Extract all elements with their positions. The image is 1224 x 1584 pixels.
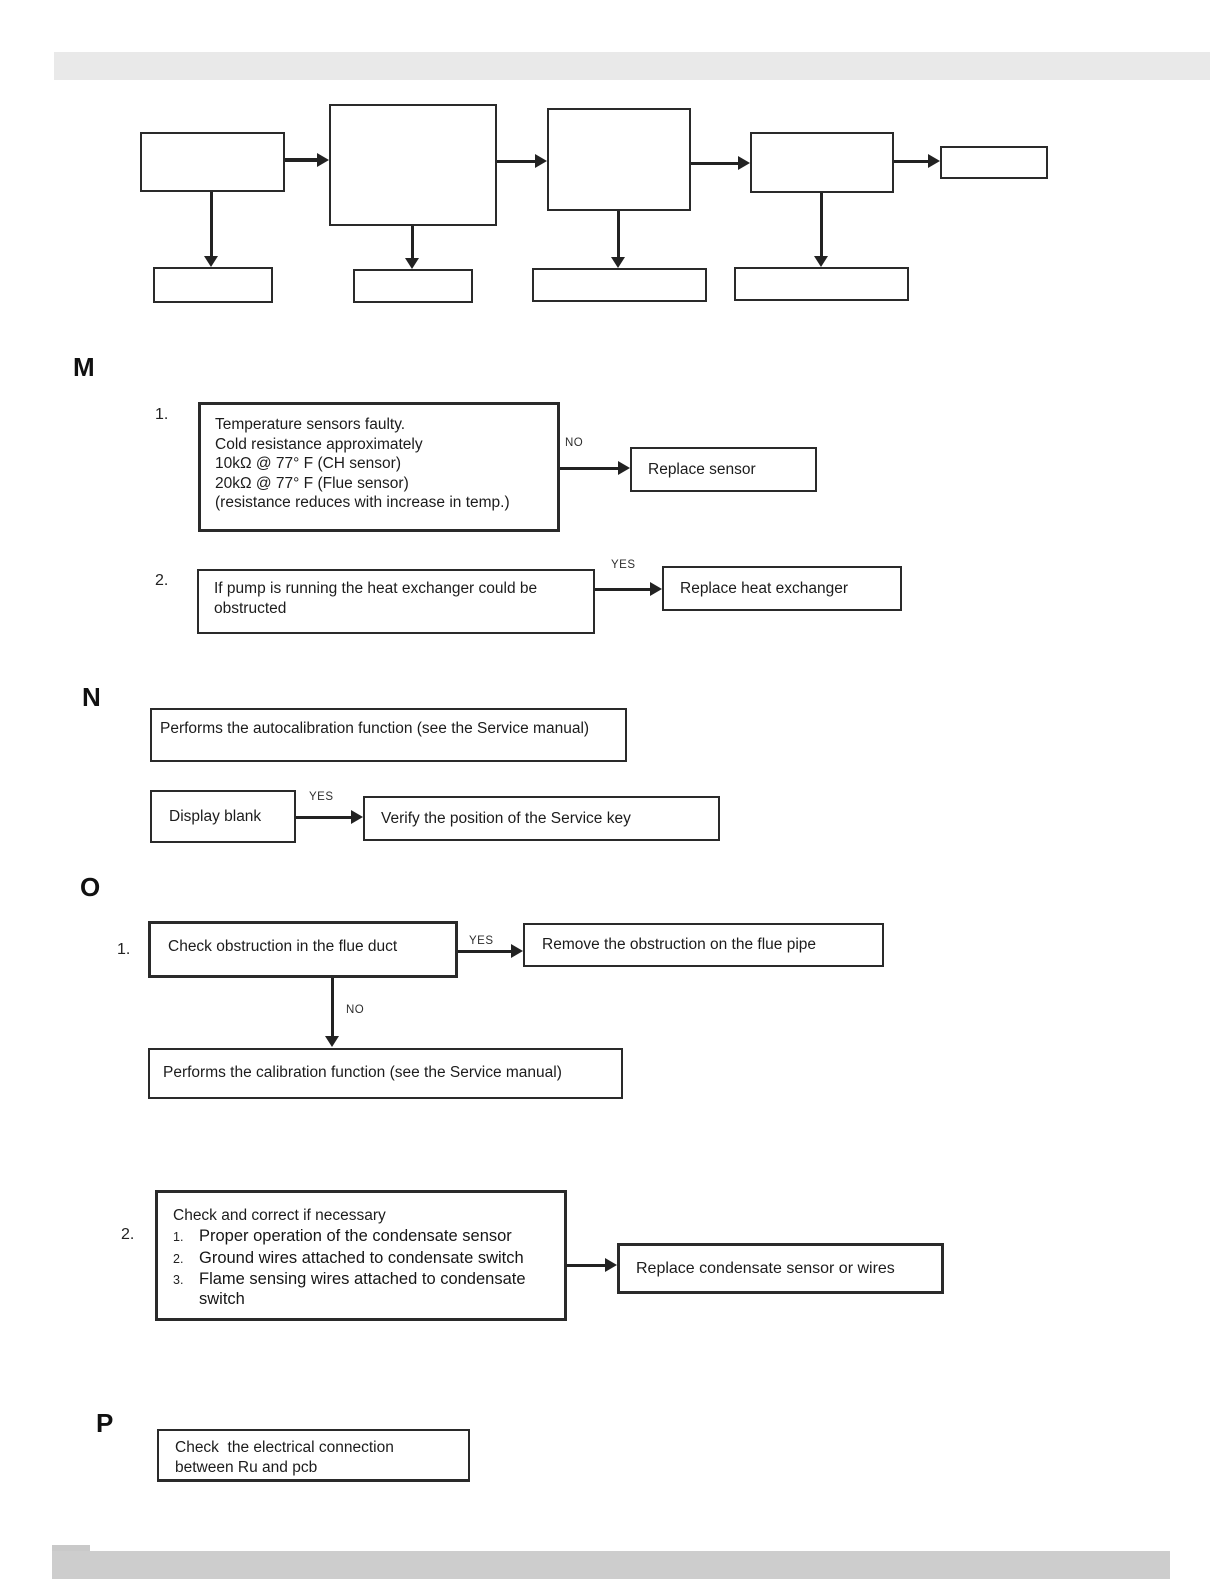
m-replace-heat-exchanger-box: Replace heat exchanger: [662, 566, 902, 611]
m-box1-line1: Temperature sensors faulty.: [215, 416, 406, 433]
o-check-obstruction-text: Check obstruction in the flue duct: [168, 938, 398, 955]
m-box2-line2: obstructed: [214, 599, 287, 617]
footer-bar: [52, 1551, 1170, 1579]
flow-box-9: [734, 267, 909, 301]
o-yes-label: YES: [469, 935, 494, 947]
o-check-item-1-text: Proper operation of the condensate senso…: [199, 1227, 512, 1245]
o-check-item-3: 3. Flame sensing wires attached to conde…: [173, 1269, 558, 1309]
n-autocalibration-box: Performs the autocalibration function (s…: [150, 708, 627, 762]
header-bar: [54, 52, 1210, 80]
section-label-m: M: [73, 352, 95, 382]
m-replace-sensor-text: Replace sensor: [648, 460, 756, 478]
o-calibration-text: Performs the calibration function (see t…: [163, 1064, 562, 1081]
o-item1-number: 1.: [117, 941, 131, 958]
o-check-item-3-text: Flame sensing wires attached to condensa…: [199, 1270, 526, 1308]
flow-box-2: [329, 104, 497, 226]
m-box1-line5: (resistance reduces with increase in tem…: [215, 494, 510, 511]
m-pump-running-box: If pump is running the heat exchanger co…: [197, 569, 595, 634]
m-replace-sensor-box: Replace sensor: [630, 447, 817, 492]
section-label-p: P: [96, 1408, 114, 1438]
o-item2-number: 2.: [121, 1226, 135, 1243]
p-box-line1: Check the electrical connection: [175, 1439, 394, 1456]
flow-box-6: [153, 267, 273, 303]
o-replace-condensate-text: Replace condensate sensor or wires: [636, 1259, 895, 1277]
o-check-item-1: 1. Proper operation of the condensate se…: [173, 1226, 558, 1248]
o-no-label: NO: [346, 1004, 365, 1016]
n-verify-service-key-text: Verify the position of the Service key: [381, 809, 631, 827]
section-label-o: O: [80, 872, 101, 902]
m-box1-line4: 20kΩ @ 77° F (Flue sensor): [215, 474, 409, 492]
o-check-item-2-num: 2.: [173, 1251, 184, 1266]
n-verify-service-key-box: Verify the position of the Service key: [363, 796, 720, 841]
flow-box-8: [532, 268, 707, 302]
flow-box-3: [547, 108, 691, 211]
flow-box-5: [940, 146, 1048, 179]
o-remove-obstruction-text: Remove the obstruction on the flue pipe: [542, 936, 817, 954]
n-display-blank-box: Display blank: [150, 790, 296, 843]
n-display-blank-text: Display blank: [169, 807, 262, 825]
o-check-and-correct-box: Check and correct if necessary 1. Proper…: [155, 1190, 567, 1321]
o-check-item-1-num: 1.: [173, 1230, 184, 1244]
flow-box-7: [353, 269, 473, 303]
m-box1-line3: 10kΩ @ 77° F (CH sensor): [215, 455, 401, 472]
o-replace-condensate-box: Replace condensate sensor or wires: [617, 1243, 944, 1294]
section-label-n: N: [82, 682, 101, 712]
m-box1-line2: Cold resistance approximately: [215, 435, 423, 453]
o-calibration-box: Performs the calibration function (see t…: [148, 1048, 623, 1099]
m-no-label: NO: [565, 437, 584, 449]
m-replace-heat-exchanger-text: Replace heat exchanger: [680, 579, 849, 597]
o-check-item-3-num: 3.: [173, 1273, 184, 1287]
o-check-item-2: 2. Ground wires attached to condensate s…: [173, 1248, 558, 1270]
flow-box-1: [140, 132, 285, 192]
o-check-item-2-text: Ground wires attached to condensate swit…: [199, 1248, 524, 1267]
o-check-correct-title: Check and correct if necessary: [173, 1207, 386, 1224]
m-box2-line1: If pump is running the heat exchanger co…: [214, 580, 538, 597]
flow-box-4: [750, 132, 894, 193]
n-yes-label: YES: [309, 791, 334, 803]
m-item2-number: 2.: [155, 572, 169, 589]
p-box-line2: between Ru and pcb: [175, 1458, 318, 1476]
m-yes-label: YES: [611, 559, 636, 571]
p-check-electrical-box: Check the electrical connection between …: [157, 1429, 470, 1482]
m-item1-number: 1.: [155, 406, 169, 423]
o-check-obstruction-box: Check obstruction in the flue duct: [148, 921, 458, 978]
m-temperature-sensors-box: Temperature sensors faulty. Cold resista…: [198, 402, 560, 532]
n-autocalibration-text: Performs the autocalibration function (s…: [160, 720, 590, 737]
o-remove-obstruction-box: Remove the obstruction on the flue pipe: [523, 923, 884, 967]
